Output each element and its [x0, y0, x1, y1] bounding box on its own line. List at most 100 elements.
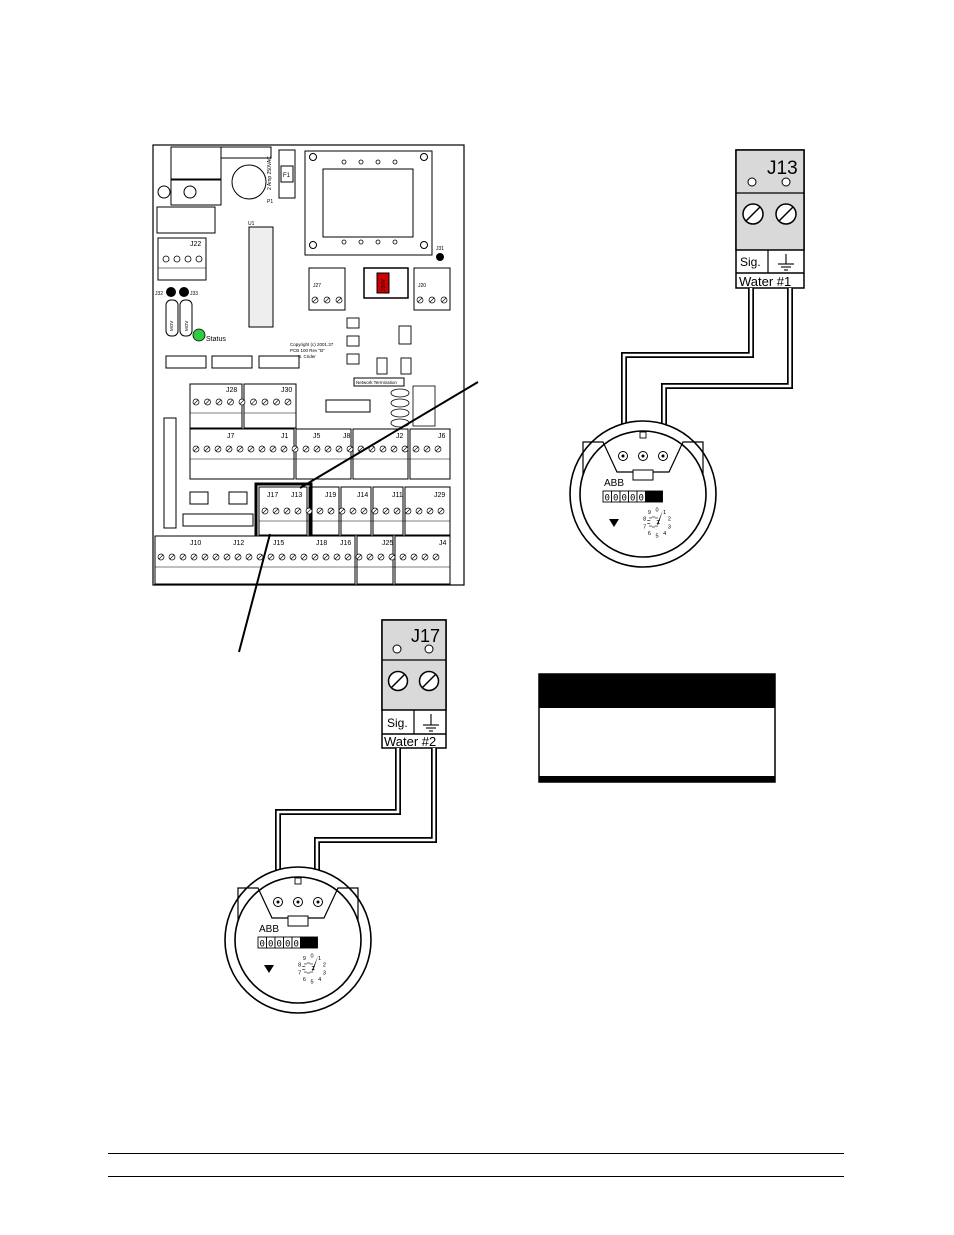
dial-mark: 2 [668, 516, 671, 522]
screw-icon [418, 670, 440, 692]
connector-j17-caption: Water #2 [384, 734, 436, 749]
svg-text:J14: J14 [357, 492, 368, 499]
terminal-screw-icon [423, 445, 431, 453]
terminal-screw-icon [256, 553, 264, 561]
svg-text:J16: J16 [340, 540, 351, 547]
terminal-screw-icon [267, 553, 275, 561]
terminal-screw-icon [203, 445, 211, 453]
terminal-screw-icon [272, 507, 280, 515]
svg-text:J6: J6 [438, 433, 446, 440]
u1-label: U1 [248, 221, 255, 227]
dial-mark: 4 [318, 977, 321, 983]
dial-mark: 3 [668, 525, 671, 531]
svg-text:J5: J5 [313, 433, 321, 440]
chip-u1 [248, 226, 274, 328]
svg-text:J29: J29 [434, 492, 445, 499]
terminal-screw-icon [390, 445, 398, 453]
terminal-screw-icon [245, 553, 253, 561]
terminal-screw-icon [311, 553, 319, 561]
terminal-screw-icon [346, 445, 354, 453]
odometer-digit: 0 [613, 494, 618, 504]
terminal-screw-icon [280, 445, 288, 453]
terminal-screw-icon [399, 553, 407, 561]
terminal-screw-icon [335, 445, 343, 453]
terminal-screw-icon [316, 507, 324, 515]
dial-mark: 7 [298, 971, 301, 977]
terminal-screw-icon [366, 553, 374, 561]
flow-triangle-icon [609, 519, 619, 527]
odometer-digit: 0 [260, 940, 265, 950]
transformer [304, 150, 433, 256]
svg-text:J10: J10 [190, 540, 201, 547]
odometer-digit: 0 [268, 940, 273, 950]
terminal-screw-icon [261, 398, 269, 406]
board-connector-row-a: J7 J1 J5 J8 J2 J6 [189, 428, 451, 480]
terminal-screw-icon [212, 553, 220, 561]
dial-mark: 1 [318, 956, 321, 962]
terminal-screw-icon [333, 553, 341, 561]
odometer-digit: 0 [647, 494, 652, 504]
dial-mark: 8 [643, 516, 646, 522]
board-connector-j27: J27 [308, 267, 346, 311]
odometer-digit: 0 [285, 940, 290, 950]
voltage-switch: 230V [363, 267, 409, 299]
odometer-digit: 0 [311, 940, 316, 950]
terminal-screw-icon [401, 445, 409, 453]
terminal-screw-icon [273, 398, 280, 406]
terminal-screw-icon [247, 445, 255, 453]
terminal-screw-icon [294, 507, 302, 515]
note-box-header [539, 674, 775, 708]
terminal-screw-icon [415, 507, 423, 515]
terminal-screw-icon [300, 553, 308, 561]
jumper-j31 [436, 253, 444, 261]
svg-text:J7: J7 [227, 433, 235, 440]
terminal-screw-icon [349, 507, 357, 515]
fuse-label: F1 [283, 173, 291, 179]
mov-1 [165, 299, 179, 337]
fuse-rating-label: 2 Amp 250VAC [267, 156, 273, 190]
svg-text:Network Termination: Network Termination [356, 380, 397, 385]
dial-mark: 5 [310, 980, 313, 986]
terminal-screw-icon [192, 445, 200, 453]
small-components [346, 317, 412, 375]
terminal-screw-icon [192, 398, 200, 406]
dial-mark: 6 [648, 531, 651, 537]
odometer-digit: 0 [302, 940, 307, 950]
board-connector-j20: J20 [413, 267, 451, 311]
terminal-screw-icon [238, 398, 246, 406]
svg-text:J4: J4 [439, 540, 447, 547]
odometer-digit: 0 [277, 940, 282, 950]
terminal-screw-icon [234, 553, 242, 561]
dial-mark: 9 [303, 956, 306, 962]
control-board: F1 P1 2 Amp 250VAC U1 J22 [152, 144, 465, 586]
terminal-screw-icon [179, 553, 187, 561]
board-connector-j22: J22 [157, 237, 207, 281]
terminal-screw-icon [214, 445, 222, 453]
dial-mark: 6 [303, 977, 306, 983]
odometer-digit: 0 [656, 494, 661, 504]
connector-j13-title: J13 [767, 158, 798, 179]
svg-text:230V: 230V [381, 279, 387, 291]
terminal-screw-icon [404, 507, 412, 515]
jumper-j33 [179, 287, 189, 297]
terminal-screw-icon [382, 507, 390, 515]
terminal-screw-icon [305, 507, 313, 515]
terminal-screw-icon [302, 445, 310, 453]
terminal-screw-icon [215, 398, 223, 406]
terminal-screw-icon [377, 553, 385, 561]
footer-rule-bottom [108, 1176, 844, 1177]
dial-mark: 7 [643, 525, 646, 531]
status-label: Status [206, 336, 226, 343]
terminal-screw-icon [338, 507, 346, 515]
odometer-digit: 0 [630, 494, 635, 504]
meter-terminal-icon [293, 897, 303, 907]
screw-icon [387, 670, 409, 692]
svg-text:J31: J31 [436, 246, 444, 252]
odometer-digit: 0 [605, 494, 610, 504]
dial-mark: 4 [663, 531, 666, 537]
odometer-digit: 0 [294, 940, 299, 950]
terminal-screw-icon [258, 445, 266, 453]
status-led [192, 328, 206, 342]
flow-triangle-icon [264, 965, 274, 973]
